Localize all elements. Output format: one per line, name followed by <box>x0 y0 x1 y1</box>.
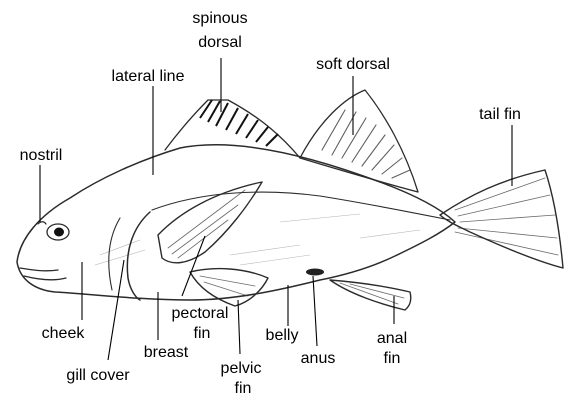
label-belly: belly <box>266 327 299 344</box>
label-pelvic-fin-line2: fin <box>235 380 252 397</box>
anal-fin-shape <box>330 280 411 310</box>
soft-dorsal-fin-shape <box>300 90 418 192</box>
pectoral-fin-shape <box>158 182 262 263</box>
leader-gill-cover <box>108 260 124 360</box>
label-spinous-dorsal-line1: spinous <box>192 10 247 27</box>
fish-illustration <box>17 90 563 310</box>
label-tail-fin: tail fin <box>479 106 521 123</box>
spinous-dorsal-fin-shape <box>165 100 300 158</box>
pupil <box>54 228 64 237</box>
label-cheek: cheek <box>42 325 86 342</box>
anus-spot <box>306 269 324 276</box>
label-pectoral-fin-line2: fin <box>194 325 211 342</box>
label-nostril: nostril <box>20 147 63 164</box>
label-gill-cover: gill cover <box>66 367 130 384</box>
gill-cover-edge <box>127 212 150 300</box>
tail-fin-rays <box>455 178 558 255</box>
label-anal-fin-line2: fin <box>384 350 401 367</box>
mouth <box>20 268 66 280</box>
labels: spinous dorsal lateral line soft dorsal … <box>20 10 521 397</box>
label-anal-fin-line1: anal <box>377 330 407 347</box>
label-soft-dorsal: soft dorsal <box>316 56 390 73</box>
label-breast: breast <box>144 344 189 361</box>
label-pelvic-fin-line1: pelvic <box>221 360 262 377</box>
nostril-mark <box>38 222 46 224</box>
label-spinous-dorsal-line2: dorsal <box>198 34 242 51</box>
leader-lines <box>40 58 512 360</box>
body-shading <box>95 214 420 265</box>
label-anus: anus <box>301 350 336 367</box>
leader-anus <box>313 276 317 346</box>
label-pectoral-fin-line1: pectoral <box>172 305 229 322</box>
leader-pelvic-fin <box>238 300 240 354</box>
preopercle-edge <box>109 218 120 290</box>
soft-dorsal-rays <box>322 110 410 178</box>
label-lateral-line: lateral line <box>112 68 185 85</box>
